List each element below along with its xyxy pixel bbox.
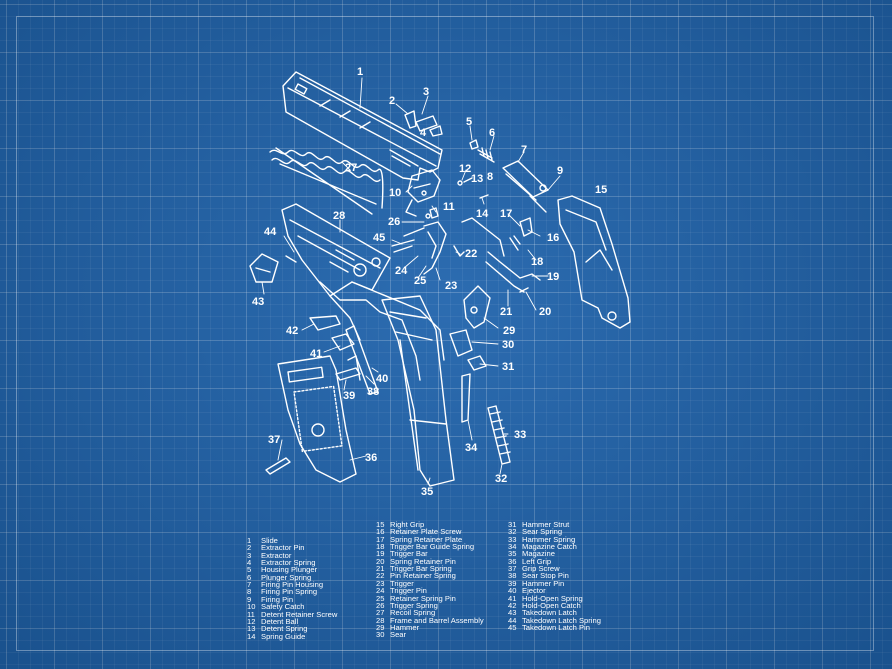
callout-32: 32 (495, 473, 508, 485)
callout-4: 4 (420, 127, 427, 139)
part-plunger (469, 139, 495, 163)
callout-43: 43 (252, 296, 265, 308)
callout-18: 18 (531, 256, 544, 268)
callout-28: 28 (333, 210, 346, 222)
callout-14: 14 (476, 208, 489, 220)
callout-36: 36 (365, 452, 378, 464)
part-grip-screw (265, 457, 291, 475)
callout-21: 21 (500, 306, 513, 318)
callout-45: 45 (373, 232, 386, 244)
part-left-grip (277, 355, 357, 483)
blueprint-border (16, 16, 874, 651)
callout-44: 44 (264, 226, 277, 238)
part-trigger (403, 213, 447, 275)
callout-35: 35 (421, 486, 434, 498)
callout-5: 5 (466, 116, 473, 128)
callout-29: 29 (503, 325, 516, 337)
leader-lines (261, 77, 561, 485)
callout-19: 19 (547, 271, 560, 283)
callout-3: 3 (423, 86, 430, 98)
callout-41: 41 (310, 348, 323, 360)
callout-22: 22 (465, 248, 478, 260)
part-firing-pin (502, 160, 549, 213)
callout-10: 10 (389, 187, 402, 199)
part-slide (282, 71, 443, 181)
callout-42: 42 (286, 325, 299, 337)
part-recoil-spring (269, 147, 384, 215)
part-extractor-group (404, 110, 443, 137)
part-hammer-group (449, 285, 511, 465)
callout-34: 34 (465, 442, 478, 454)
part-small-pins (309, 315, 379, 395)
callout-9: 9 (557, 165, 564, 177)
callout-6: 6 (489, 127, 496, 139)
callout-17: 17 (500, 208, 513, 220)
callout-27: 27 (345, 162, 358, 174)
part-magazine (381, 295, 455, 487)
callout-11: 11 (443, 201, 455, 213)
callout-37: 37 (268, 434, 281, 446)
callout-25: 25 (414, 275, 427, 287)
callout-40: 40 (376, 373, 389, 385)
callout-20: 20 (539, 306, 552, 318)
callout-23: 23 (445, 280, 458, 292)
callout-33: 33 (514, 429, 527, 441)
callout-2: 2 (389, 95, 396, 107)
callout-7: 7 (521, 144, 528, 156)
callout-15: 15 (595, 184, 608, 196)
callout-31: 31 (502, 361, 515, 373)
part-safety-catch (405, 169, 441, 217)
callout-12: 12 (459, 163, 472, 175)
callout-30: 30 (502, 339, 515, 351)
part-frame-barrel (281, 203, 445, 381)
callout-13: 13 (471, 173, 484, 185)
callout-26: 26 (388, 216, 401, 228)
part-takedown-latch (249, 239, 415, 283)
callout-16: 16 (547, 232, 560, 244)
callout-1: 1 (357, 66, 364, 78)
callout-38: 38 (367, 386, 380, 398)
callout-24: 24 (395, 265, 408, 277)
part-right-grip (557, 195, 631, 329)
callout-39: 39 (343, 390, 356, 402)
callout-8: 8 (487, 171, 494, 183)
